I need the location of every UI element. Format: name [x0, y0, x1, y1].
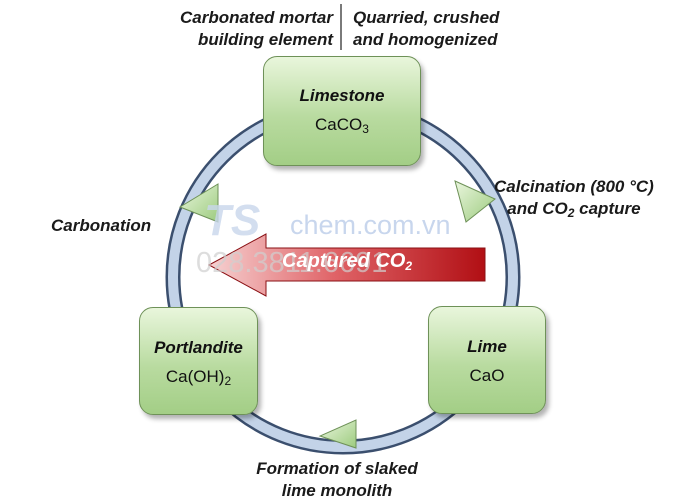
captured-co2-arrow	[207, 233, 486, 297]
carbonation-arrowhead	[178, 183, 219, 223]
formation-label: Formation of slaked lime monolith	[256, 459, 418, 500]
carbonation-label: Carbonation	[51, 216, 152, 235]
lime-name: Lime	[467, 337, 507, 356]
lime-box: Lime CaO	[428, 306, 546, 414]
limestone-box: Limestone CaCO3	[263, 56, 421, 166]
lime-formula: CaO	[469, 366, 505, 385]
portlandite-formula: Ca(OH)2	[165, 367, 232, 388]
header-right-label: Quarried, crushed and homogenized	[353, 8, 500, 49]
calcination-arrowhead	[454, 180, 496, 223]
limestone-formula: CaCO3	[315, 115, 369, 136]
formation-arrowhead	[318, 419, 357, 449]
portlandite-name: Portlandite	[154, 338, 243, 357]
portlandite-box: Portlandite Ca(OH)2	[139, 307, 258, 415]
calcination-label: Calcination (800 °C) and CO2 capture	[494, 177, 654, 220]
header-left-label: Carbonated mortar building element	[179, 8, 333, 49]
limestone-name: Limestone	[299, 86, 385, 105]
